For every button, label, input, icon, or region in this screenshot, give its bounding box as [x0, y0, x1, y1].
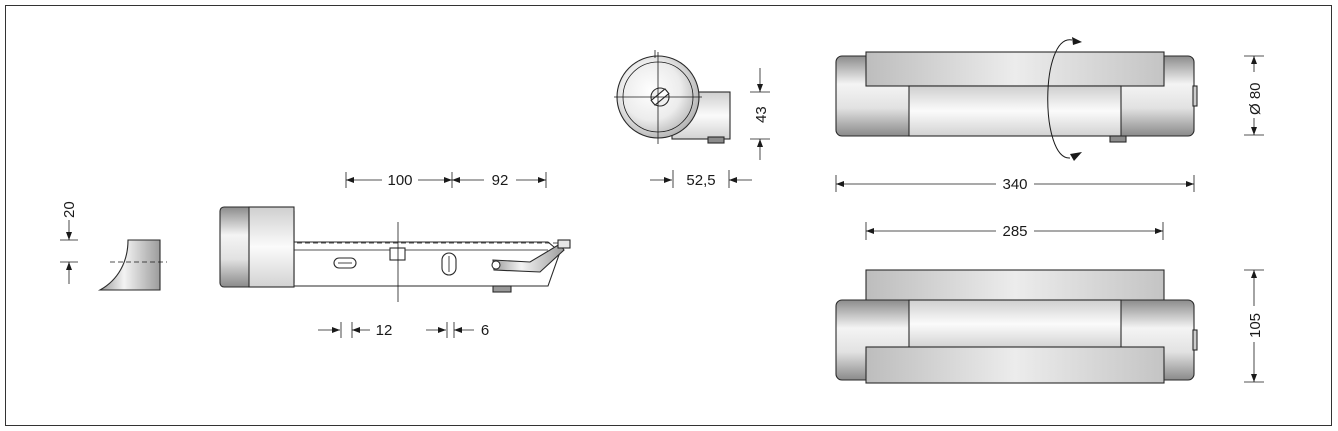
rotation-arrow-icon	[1047, 39, 1073, 159]
rail-side-view	[219, 206, 571, 302]
end-cap-profile	[97, 239, 167, 291]
dim-92-label: 92	[492, 172, 509, 189]
bottom-view	[835, 269, 1198, 384]
end-view	[614, 50, 731, 144]
dimension-340: 340	[835, 175, 1195, 193]
dimension-105: 105	[1244, 269, 1264, 383]
dimension-20: 20	[60, 201, 78, 284]
dimension-100: 100	[345, 172, 452, 189]
dimension-92: 92	[451, 172, 547, 189]
drawing-frame	[5, 5, 1332, 426]
front-view	[835, 37, 1198, 161]
dim-100-label: 100	[387, 172, 412, 189]
dim-43-label: 43	[753, 106, 770, 123]
dim-340-label: 340	[1002, 176, 1027, 193]
dimension-diameter-80: Ø 80	[1244, 55, 1264, 136]
dim-dia80-label: Ø 80	[1247, 82, 1264, 115]
dimension-285: 285	[865, 222, 1164, 240]
dimension-12: 12	[318, 322, 392, 339]
dimension-52-5: 52,5	[650, 170, 752, 189]
dim-285-label: 285	[1002, 223, 1027, 240]
dim-12-label: 12	[376, 322, 393, 339]
dim-6-label: 6	[481, 322, 489, 339]
dimension-43: 43	[750, 68, 770, 160]
dim-52-5-label: 52,5	[686, 172, 715, 189]
dim-20-label: 20	[61, 201, 78, 218]
square-hole	[389, 247, 406, 261]
dim-105-label: 105	[1247, 313, 1264, 338]
dimension-6: 6	[426, 322, 489, 339]
